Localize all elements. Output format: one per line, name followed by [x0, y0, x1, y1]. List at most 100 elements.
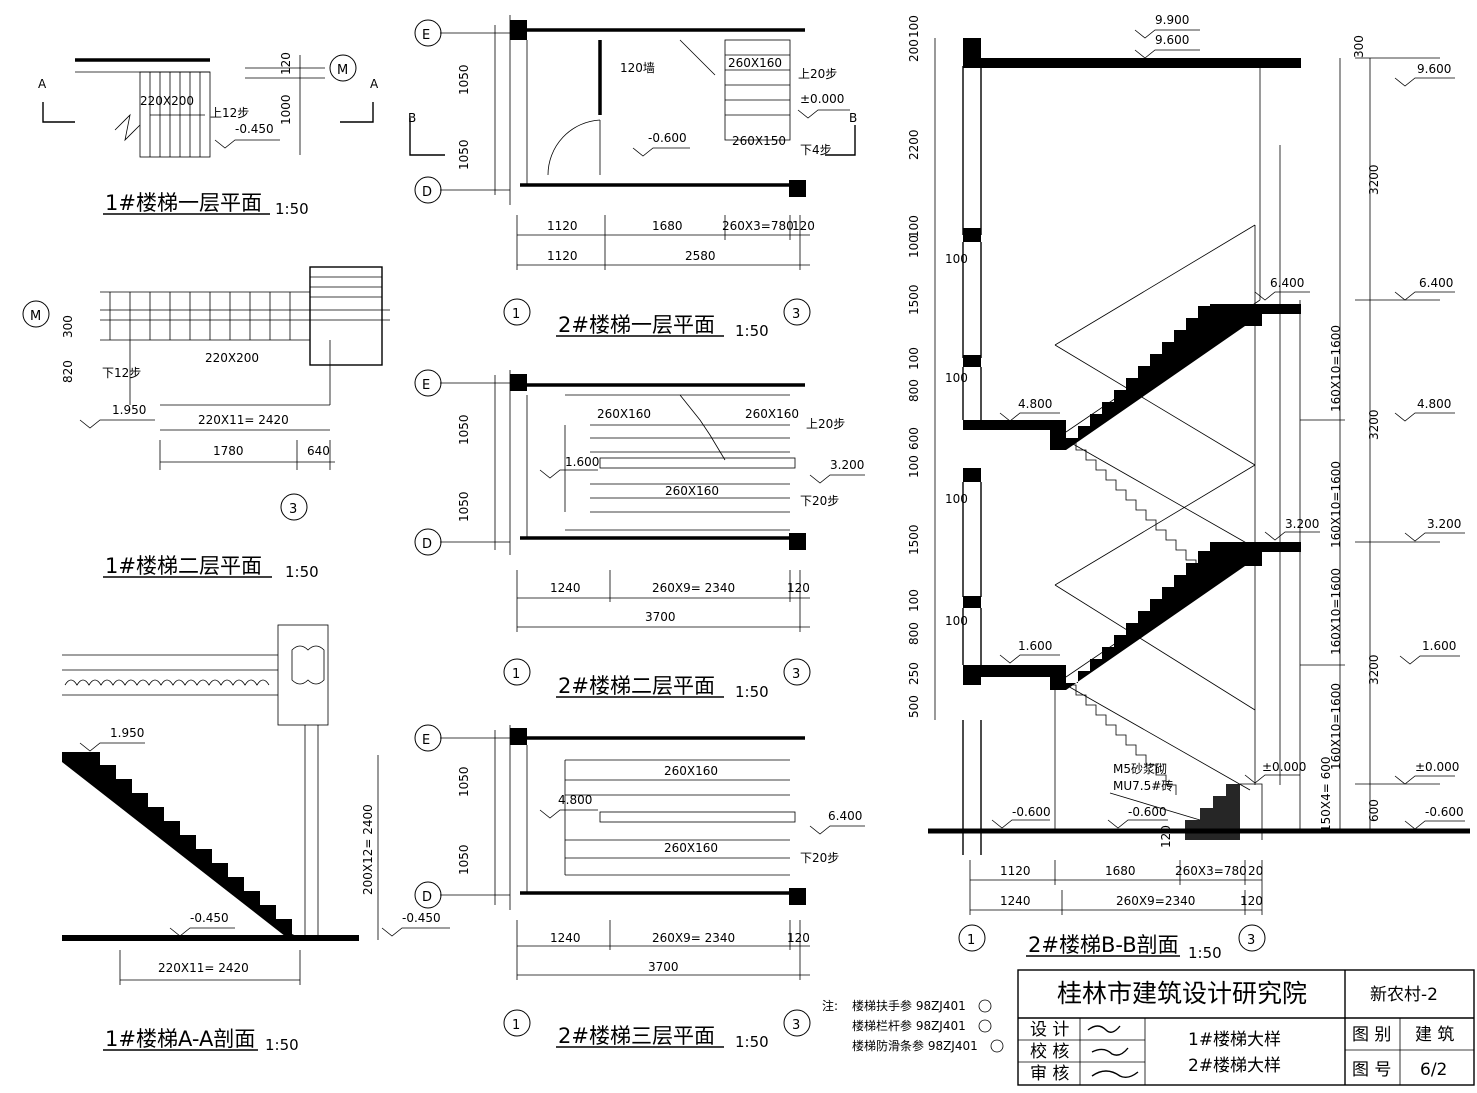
axis-m2-marker: [22, 300, 50, 328]
s1p2-down: 下12步: [102, 366, 141, 380]
s2s-f4: 160X10=1600: [1329, 683, 1343, 770]
s2-plan1: E D 1050 1050 B B 120墙 260X160 上20步 ±0.0…: [408, 15, 857, 340]
s2p1-step-lower: 260X150: [732, 134, 786, 148]
s2s-r300: 300: [1352, 35, 1366, 58]
axis-e2-label: E: [422, 378, 430, 393]
s2p1-d120: 120: [792, 219, 815, 233]
signature-marks: [1087, 1025, 1139, 1079]
s2p1-d1050b: 1050: [457, 139, 471, 170]
s2p1-d780: 260X3=780: [722, 219, 794, 233]
s2p1-d1680: 1680: [652, 219, 683, 233]
axis-3a-marker: [280, 493, 308, 521]
s2p3-level-right: 6.400: [828, 809, 862, 823]
s1-section-aa: 1.950 -0.450 -0.450 200X12= 2400 220X11=…: [62, 624, 450, 1054]
s2p3-step-a: 260X160: [664, 764, 718, 778]
s2s-r3200c: 3200: [1367, 654, 1381, 685]
s2s-note2: MU7.5#砖: [1113, 778, 1173, 793]
s2p1-d1120: 1120: [547, 219, 578, 233]
s2s-ld8: 800: [907, 379, 921, 402]
s2-plan2: E D 1050 1050 260X160 260X160 上20步 1.600…: [414, 369, 865, 701]
s2p3-d120: 120: [787, 931, 810, 945]
s2s-ld10: 100: [945, 371, 968, 385]
s1p1-up: 上12步: [210, 106, 249, 120]
s2s-b1680: 1680: [1105, 864, 1136, 878]
s2p1-level: -0.600: [648, 131, 687, 145]
s2s-l9900: 9.900: [1155, 13, 1189, 27]
s2s-lm600a: -0.600: [1012, 805, 1051, 819]
s2-section-title: 2#楼梯B-B剖面: [1028, 933, 1179, 957]
s1-plan1-title: 1#楼梯一层平面: [105, 191, 262, 215]
tb-check: 校 核: [1030, 1042, 1069, 1062]
axis-3e-label: 3: [1247, 933, 1255, 948]
s2s-b20: 20: [1248, 864, 1263, 878]
s2s-ld12: 100: [945, 492, 968, 506]
s2s-ld4: 100: [907, 235, 921, 258]
s2p2-d1240: 1240: [550, 581, 581, 595]
s2p1-step-upper: 260X160: [728, 56, 782, 70]
axis-m-label: M: [337, 63, 348, 78]
s2p3-d2340: 260X9= 2340: [652, 931, 735, 945]
s1-plan2: M 300 820 220X200 下12步 1.950 220X11= 242…: [22, 266, 390, 581]
axis-3b-marker: [783, 298, 811, 326]
s2s-ld11: 100: [907, 455, 921, 478]
s2s-l9600: 9.600: [1155, 33, 1189, 47]
notes: 注: 楼梯扶手参 98ZJ401 楼梯栏杆参 98ZJ401 楼梯防滑条参 98…: [822, 998, 1004, 1053]
s2p2-step-c: 260X160: [665, 484, 719, 498]
s2s-l1600r: 1.600: [1422, 639, 1456, 653]
s2s-l4800r: 4.800: [1417, 397, 1451, 411]
s2s-b120: 120: [1240, 894, 1263, 908]
tb-drawing1: 1#楼梯大样: [1188, 1030, 1281, 1050]
s2-plan2-scale: 1:50: [735, 683, 769, 701]
s2s-l3200: 3.200: [1285, 517, 1319, 531]
s2-plan1-title: 2#楼梯一层平面: [558, 313, 715, 337]
tb-design: 设 计: [1030, 1020, 1069, 1040]
s2s-f2: 160X10=1600: [1329, 461, 1343, 548]
s2-plan2-title: 2#楼梯二层平面: [558, 674, 715, 698]
s2p2-level-right: 3.200: [830, 458, 864, 472]
tb-drawing2: 2#楼梯大样: [1188, 1056, 1281, 1076]
tb-project: 新农村-2: [1370, 985, 1438, 1005]
s2p2-d1050a: 1050: [457, 414, 471, 445]
tb-institute: 桂林市建筑设计研究院: [1057, 979, 1307, 1008]
axis-3b-label: 3: [792, 307, 800, 322]
axis-1c-marker: [503, 1009, 531, 1037]
s1p2-level: 1.950: [112, 403, 146, 417]
s1-section-title: 1#楼梯A-A剖面: [105, 1027, 255, 1051]
s2s-b780: 260X3=780: [1175, 864, 1247, 878]
s1p1-d1000: 1000: [279, 94, 293, 125]
s1-plan2-title: 1#楼梯二层平面: [105, 554, 262, 578]
s2s-ld1: 100: [907, 15, 921, 38]
axis-d2-label: D: [422, 537, 432, 552]
s2s-ld18: 500: [907, 695, 921, 718]
s2p1-b-left: B: [408, 111, 416, 125]
s2s-f5: 150X4= 600: [1319, 756, 1333, 832]
s1-plan1-scale: 1:50: [275, 200, 309, 218]
s2p2-up: 上20步: [806, 417, 845, 431]
s2s-ld17: 250: [907, 662, 921, 685]
axis-3e-marker: [1238, 924, 1266, 952]
s2s-l9600r: 9.600: [1417, 62, 1451, 76]
s2s-ld5: 1500: [907, 284, 921, 315]
s2s-f1: 160X10=1600: [1329, 325, 1343, 412]
s2s-ld2: 2200: [907, 129, 921, 160]
axis-3d-label: 3: [792, 1018, 800, 1033]
axis-3c-label: 3: [792, 667, 800, 682]
s2s-ld13: 1500: [907, 524, 921, 555]
s2p2-d3700: 3700: [645, 610, 676, 624]
s1-section-scale: 1:50: [265, 1036, 299, 1054]
s1s-run: 220X11= 2420: [158, 961, 249, 975]
s2p2-down: 下20步: [800, 494, 839, 508]
s1p2-d300: 300: [61, 315, 75, 338]
s2s-l4800: 4.800: [1018, 397, 1052, 411]
s2s-ld9: 600: [907, 427, 921, 450]
s2s-note1: M5砂浆砌: [1113, 761, 1167, 776]
s1s-rise: 200X12= 2400: [361, 804, 375, 895]
s2s-ld3: 100: [907, 215, 921, 238]
notes-prefix: 注:: [822, 998, 838, 1013]
s2s-l6400r: 6.400: [1419, 276, 1453, 290]
s2p1-level0: ±0.000: [800, 92, 844, 106]
tb-review: 审 核: [1030, 1064, 1069, 1084]
axis-m-marker: [329, 54, 357, 82]
s2-plan3-title: 2#楼梯三层平面: [558, 1024, 715, 1048]
s2p1-d1050a: 1050: [457, 64, 471, 95]
